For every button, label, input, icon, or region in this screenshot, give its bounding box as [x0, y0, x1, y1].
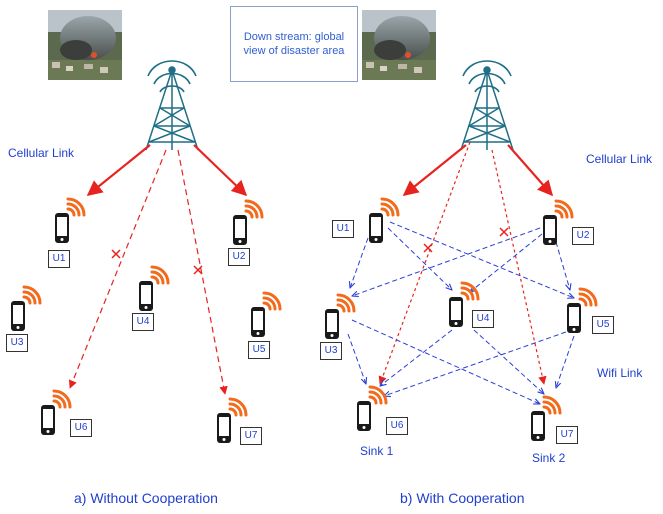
left-user-label-u6: U6	[70, 419, 92, 437]
left-phone-u4	[139, 265, 170, 311]
left-cellular-link-label: Cellular Link	[8, 146, 75, 160]
right-phone-u7	[531, 395, 562, 441]
disaster-photo-right	[362, 10, 436, 80]
cell-tower-right	[460, 60, 514, 151]
right-cellular-link-label: Cellular Link	[586, 152, 653, 166]
wifi-link-label: Wifi Link	[597, 366, 643, 380]
right-user-label-u6: U6	[386, 417, 408, 435]
left-phone-u6	[41, 389, 72, 435]
left-phone-u5	[251, 291, 282, 337]
caption-with-cooperation: b) With Cooperation	[400, 490, 525, 506]
downstream-info-box: Down stream: global view of disaster are…	[230, 6, 358, 82]
left-user-label-u7: U7	[240, 427, 262, 445]
left-cellular-links	[68, 144, 248, 395]
right-user-label-u4: U4	[472, 310, 494, 328]
left-phone-u7	[217, 397, 248, 443]
right-user-label-u2: U2	[572, 227, 594, 245]
left-user-label-u3: U3	[6, 334, 28, 352]
right-phone-u4	[449, 281, 480, 327]
phones-layer	[11, 197, 598, 443]
caption-without-cooperation: a) Without Cooperation	[74, 490, 218, 506]
right-user-label-u1: U1	[332, 220, 354, 238]
left-user-label-u1: U1	[48, 250, 70, 268]
right-phone-u1	[369, 197, 400, 243]
sink-2-label: Sink 2	[532, 451, 566, 465]
left-user-label-u2: U2	[228, 248, 250, 266]
disaster-photo-left	[48, 10, 122, 80]
downstream-info-text: Down stream: global view of disaster are…	[243, 31, 345, 57]
right-phone-u3	[325, 293, 356, 339]
left-user-label-u4: U4	[132, 313, 154, 331]
left-phone-u3	[11, 285, 42, 331]
right-user-label-u5: U5	[592, 316, 614, 334]
right-user-label-u7: U7	[556, 426, 578, 444]
left-phone-u2	[233, 199, 264, 245]
wifi-links	[347, 221, 574, 404]
right-phone-u5	[567, 287, 598, 333]
sink-1-label: Sink 1	[360, 444, 394, 458]
left-phone-u1	[55, 197, 86, 243]
right-phone-u2	[543, 199, 574, 245]
right-cellular-links	[378, 141, 554, 385]
cell-tower-left	[145, 60, 199, 151]
right-user-label-u3: U3	[320, 342, 342, 360]
right-phone-u6	[357, 385, 388, 431]
left-user-label-u5: U5	[248, 341, 270, 359]
